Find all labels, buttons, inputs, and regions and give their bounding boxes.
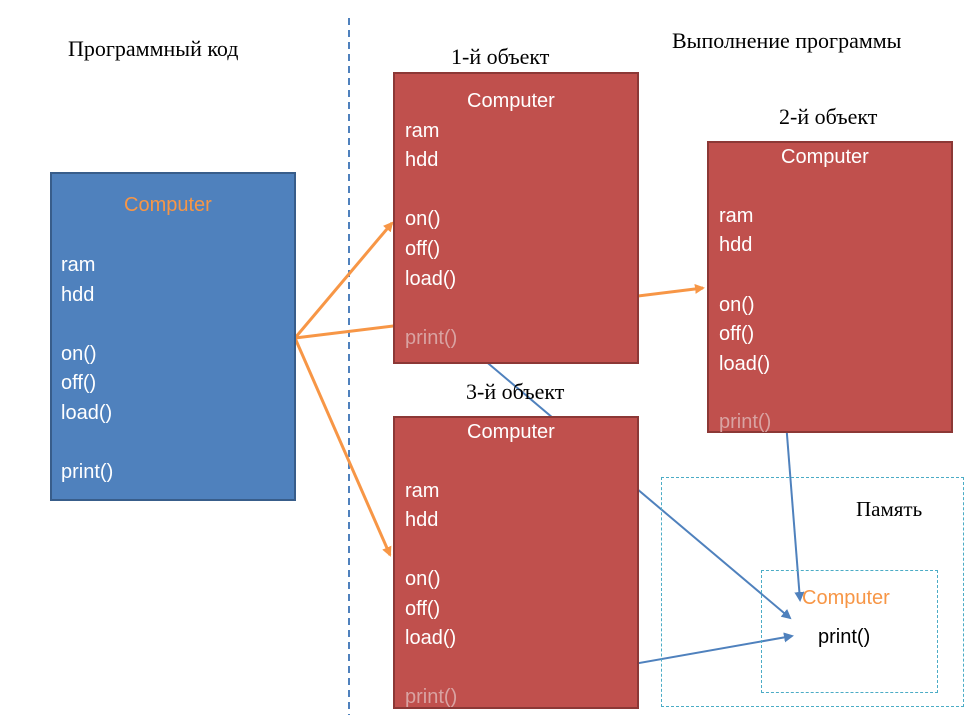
object1-title: Computer [467,90,555,112]
object1-method-load: load() [405,268,457,290]
object1-method-print: print() [405,327,458,349]
class-field-ram: ram [61,254,96,276]
object1-method-on: on() [405,208,441,230]
object3-method-on: on() [405,568,441,590]
heading-program-execution: Выполнение программы [672,28,902,53]
memory-label: Память [856,497,923,521]
class-title: Computer [124,194,212,216]
object2-method-load: load() [719,353,771,375]
memory-computer-box: Computer print() [761,570,938,693]
object1-method-off: off() [405,238,441,260]
object3-field-ram: ram [405,480,440,502]
object2-box: Computer ram hdd on() off() load() print… [707,141,953,433]
memory-computer-title: Computer [802,587,890,609]
heading-program-code: Программный код [68,36,239,61]
object2-field-hdd: hdd [719,234,753,256]
object3-field-hdd: hdd [405,509,439,531]
object3-method-off: off() [405,598,441,620]
arrow-to-object3 [293,337,392,557]
heading-object3: 3-й объект [466,379,565,404]
memory-print-method: print() [818,626,871,648]
object3-method-load: load() [405,627,457,649]
object3-title: Computer [467,421,555,443]
object2-method-on: on() [719,294,755,316]
object1-field-hdd: hdd [405,149,439,171]
object2-title: Computer [781,146,869,168]
class-method-load: load() [61,402,113,424]
class-field-hdd: hdd [61,284,95,306]
object3-method-print: print() [405,686,458,708]
object1-box: Computer ram hdd on() off() load() print… [393,72,639,364]
class-method-print: print() [61,461,114,483]
heading-object1: 1-й объект [451,44,550,69]
object2-method-print: print() [719,411,772,433]
class-method-on: on() [61,343,97,365]
object3-box: Computer ram hdd on() off() load() print… [393,416,639,709]
object1-field-ram: ram [405,120,440,142]
object2-field-ram: ram [719,205,754,227]
memory-area [661,477,964,707]
class-box: Computer ram hdd on() off() load() print… [50,172,296,501]
class-method-off: off() [61,372,97,394]
object2-method-off: off() [719,323,755,345]
heading-object2: 2-й объект [779,104,878,129]
arrow-to-object1 [293,221,394,339]
